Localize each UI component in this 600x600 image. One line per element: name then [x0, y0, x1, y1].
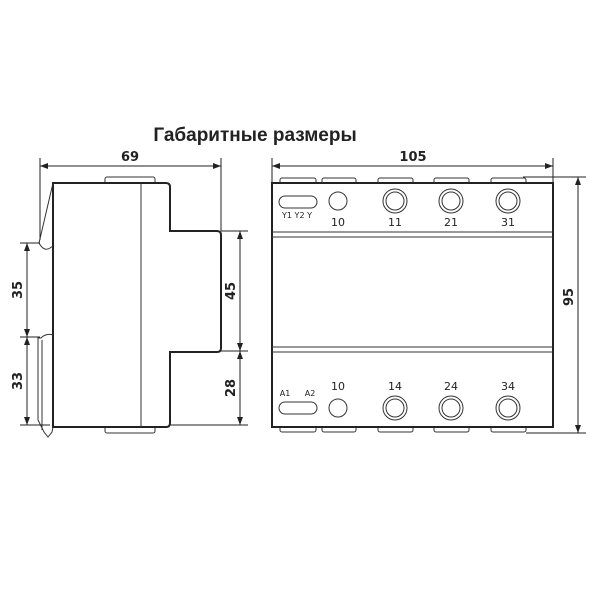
aux-label: Y1 Y2 Y	[281, 211, 312, 220]
coil-label-a2: A2	[305, 389, 316, 398]
coil-label-a1: A1	[280, 389, 291, 398]
dim-side-width: 69	[121, 150, 139, 165]
din-clip-bottom	[37, 333, 54, 438]
terminal-label: 31	[501, 216, 515, 229]
terminal-screw	[495, 395, 521, 421]
dim-rail-lower: 33	[11, 372, 26, 390]
dim-front-height: 45	[224, 282, 239, 300]
front-view: Y1 Y2 Y 10 11 21 31 A1 A2 10 14 24 34 10…	[271, 150, 586, 434]
terminal-screw	[382, 188, 408, 214]
terminal-label: 11	[388, 216, 402, 229]
terminal-label: 21	[444, 216, 458, 229]
terminal-label: 10	[331, 380, 345, 393]
coil-slot	[278, 401, 318, 415]
terminal-label: 10	[331, 216, 345, 229]
side-view: 69 35 33 45 28	[11, 150, 248, 438]
terminal-label: 34	[501, 380, 515, 393]
terminal-screw	[382, 395, 408, 421]
terminal-label: 14	[388, 380, 402, 393]
front-body-outline	[271, 182, 554, 428]
drawing-title: Габаритные размеры	[153, 125, 356, 146]
terminal-screw	[328, 398, 348, 418]
terminal-screw	[495, 188, 521, 214]
terminal-label: 24	[444, 380, 458, 393]
terminal-screw	[438, 188, 464, 214]
dim-front-height: 95	[562, 288, 577, 306]
dim-bottom-offset: 28	[224, 379, 239, 397]
terminal-screw	[328, 191, 348, 211]
dim-front-width: 105	[399, 150, 426, 165]
dim-rail-upper: 35	[11, 281, 26, 299]
terminal-screw	[438, 395, 464, 421]
din-clip-top	[38, 182, 54, 250]
side-body-outline	[52, 182, 222, 428]
aux-contact-slot	[278, 195, 318, 209]
